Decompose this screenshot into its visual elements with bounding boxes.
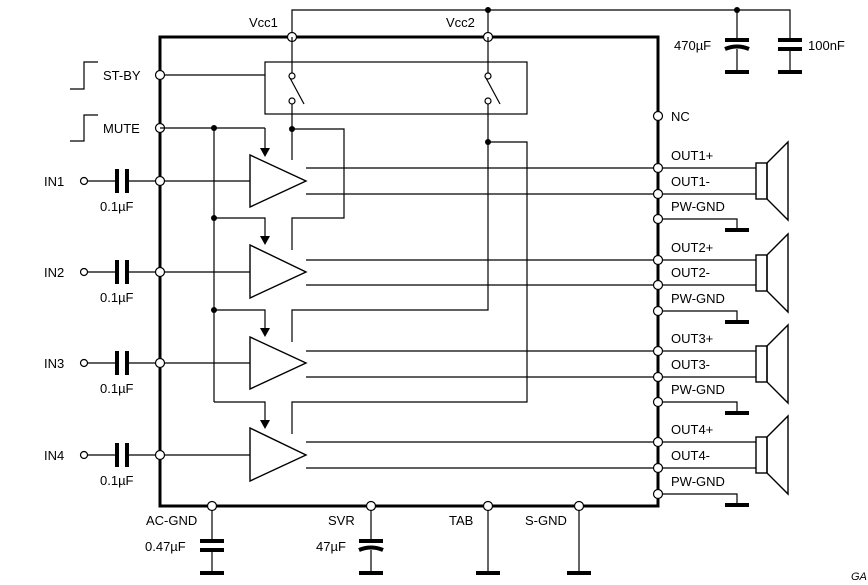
cap-47uf-label: 47µF <box>316 539 346 554</box>
pwgnd2-label: PW-GND <box>671 291 725 306</box>
tab-ground <box>476 500 500 575</box>
pwgnd4-label: PW-GND <box>671 474 725 489</box>
out4p-label: OUT4+ <box>671 422 713 437</box>
in2-label: IN2 <box>44 265 64 280</box>
tab-label: TAB <box>449 513 473 528</box>
pwgnd3-label: PW-GND <box>671 382 725 397</box>
output-3 <box>306 323 789 415</box>
cap-100nf-label: 100nF <box>808 38 845 53</box>
in3-label: IN3 <box>44 356 64 371</box>
cap-470uf-label: 470µF <box>674 38 711 53</box>
mute-label: MUTE <box>103 121 140 136</box>
capacitor-470uf <box>724 38 750 74</box>
cap-047uf-label: 0.47µF <box>145 539 186 554</box>
acgnd-label: AC-GND <box>146 513 197 528</box>
speaker-1-icon <box>755 140 789 222</box>
amplifier-4 <box>249 426 308 483</box>
s-gnd-ground <box>567 500 591 575</box>
standby-switch <box>160 37 528 142</box>
out3m-label: OUT3- <box>671 357 710 372</box>
vcc1-label: Vcc1 <box>249 15 278 30</box>
amplifier-3 <box>249 335 308 391</box>
output-4 <box>306 414 789 507</box>
stby-pulse-icon <box>70 61 98 90</box>
amplifier-2 <box>249 243 308 300</box>
stby-pin <box>154 69 166 81</box>
speaker-2-icon <box>755 232 789 314</box>
output-2 <box>306 232 789 324</box>
speaker-4-icon <box>755 414 789 496</box>
speaker-3-icon <box>755 323 789 405</box>
in1-cap-label: 0.1µF <box>100 199 134 214</box>
in4-cap-label: 0.1µF <box>100 473 134 488</box>
sgnd-label: S-GND <box>525 513 567 528</box>
corner-code-label: GA <box>851 571 867 583</box>
stby-label: ST-BY <box>103 68 141 83</box>
mute-network <box>160 125 270 429</box>
pwgnd1-label: PW-GND <box>671 199 725 214</box>
amplifier-1 <box>249 153 308 209</box>
out2p-label: OUT2+ <box>671 240 713 255</box>
input-3 <box>79 351 250 375</box>
mute-pulse-icon <box>70 114 98 142</box>
out2m-label: OUT2- <box>671 265 710 280</box>
svr-network <box>358 500 384 575</box>
input-2 <box>79 260 250 284</box>
in1-label: IN1 <box>44 174 64 189</box>
out3p-label: OUT3+ <box>671 331 713 346</box>
supply-rail <box>291 7 802 74</box>
vcc2-label: Vcc2 <box>446 15 475 30</box>
output-1 <box>306 140 789 232</box>
out1p-label: OUT1+ <box>671 148 713 163</box>
input-4 <box>79 443 250 467</box>
in4-label: IN4 <box>44 448 64 463</box>
in2-cap-label: 0.1µF <box>100 290 134 305</box>
capacitor-100nf <box>778 38 802 74</box>
nc-pin <box>652 110 664 122</box>
in3-cap-label: 0.1µF <box>100 381 134 396</box>
out1m-label: OUT1- <box>671 174 710 189</box>
svr-label: SVR <box>328 513 355 528</box>
nc-label: NC <box>671 109 690 124</box>
input-1 <box>79 169 250 193</box>
out4m-label: OUT4- <box>671 448 710 463</box>
ac-gnd-network <box>200 500 224 575</box>
vcc-distribution <box>289 126 528 434</box>
